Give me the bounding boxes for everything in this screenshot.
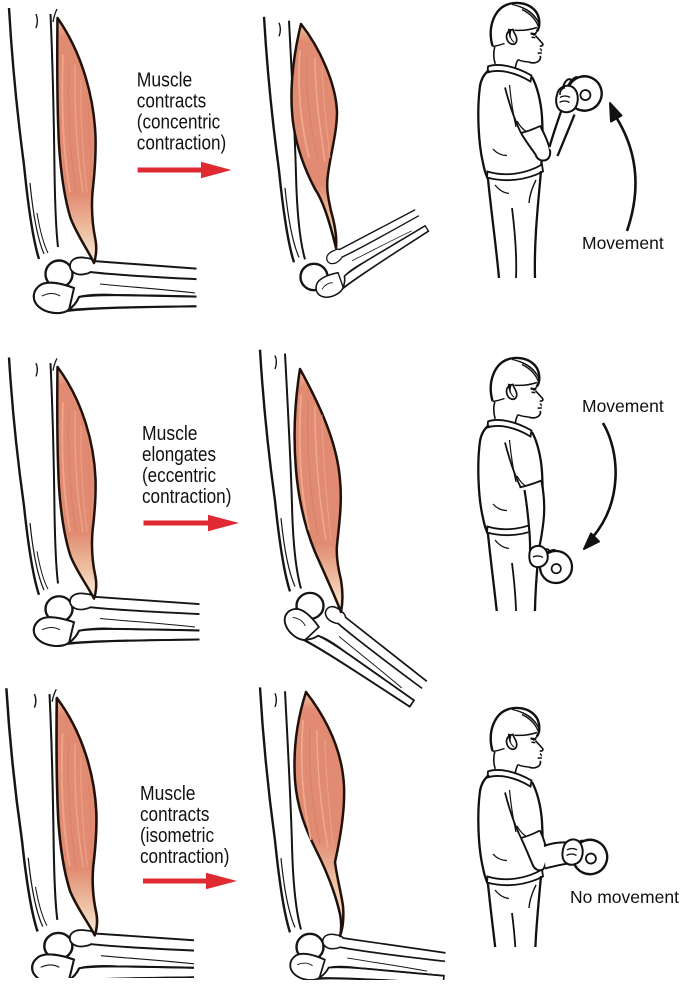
- svg-text:contracts: contracts: [137, 91, 206, 113]
- svg-text:(concentric: (concentric: [137, 112, 220, 134]
- svg-text:contraction): contraction): [142, 486, 231, 508]
- svg-text:Movement: Movement: [582, 233, 664, 253]
- svg-text:contraction): contraction): [137, 133, 226, 155]
- svg-text:Muscle: Muscle: [142, 423, 198, 445]
- svg-text:contraction): contraction): [140, 846, 229, 868]
- svg-text:Muscle: Muscle: [140, 783, 196, 805]
- svg-text:elongates: elongates: [142, 444, 216, 466]
- svg-text:Movement: Movement: [582, 396, 664, 416]
- svg-text:No movement: No movement: [570, 887, 679, 907]
- svg-text:Muscle: Muscle: [137, 70, 193, 92]
- svg-text:(eccentric: (eccentric: [142, 465, 216, 487]
- svg-text:(isometric: (isometric: [140, 825, 214, 847]
- svg-text:contracts: contracts: [140, 804, 209, 826]
